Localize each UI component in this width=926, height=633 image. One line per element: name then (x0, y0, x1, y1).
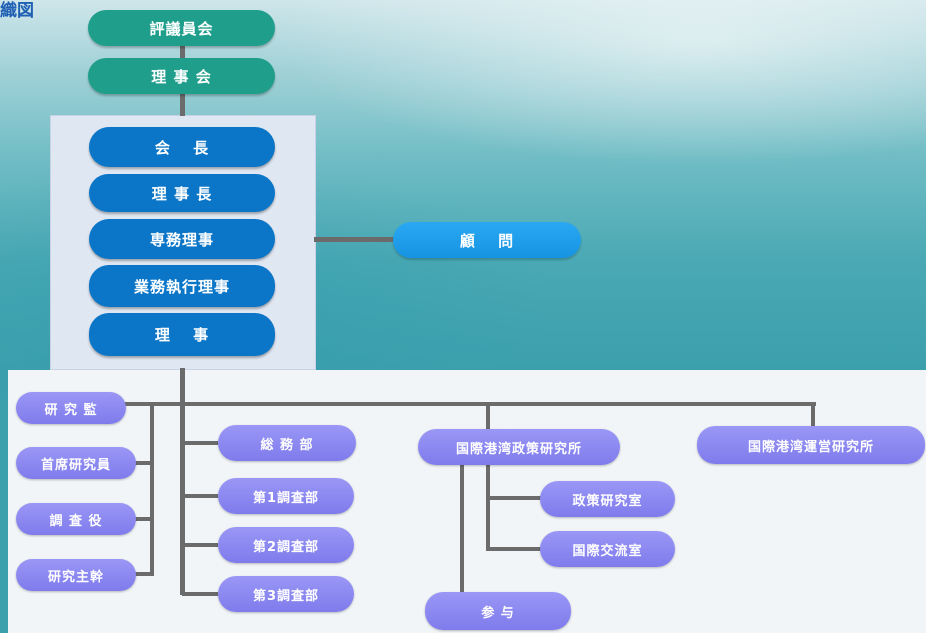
staff-node: 調 査 役 (16, 503, 136, 535)
board-of-directors-node: 理 事 会 (88, 58, 275, 94)
organization-panel (8, 370, 926, 633)
operations-institute-node: 国際港湾運営研究所 (697, 426, 925, 464)
chairman-node: 会 長 (89, 127, 275, 167)
staff-node: 研 究 監 (16, 392, 126, 424)
president-node: 理 事 長 (89, 174, 275, 212)
advisor-node: 顧 問 (393, 222, 581, 258)
department-node: 第2調査部 (218, 527, 354, 563)
department-node: 第1調査部 (218, 478, 354, 514)
office-node: 国際交流室 (540, 531, 675, 567)
page-title: 織図 (0, 1, 34, 21)
policy-institute-node: 国際港湾政策研究所 (418, 429, 620, 465)
department-node: 総 務 部 (218, 425, 356, 461)
department-node: 第3調査部 (218, 576, 354, 612)
staff-node: 研究主幹 (16, 559, 136, 591)
managing-director-node: 専務理事 (89, 219, 275, 259)
staff-node: 首席研究員 (16, 447, 136, 479)
office-node: 政策研究室 (540, 481, 675, 517)
counselor-node: 参 与 (425, 592, 571, 630)
director-node: 理 事 (89, 313, 275, 356)
executive-director-node: 業務執行理事 (89, 265, 275, 307)
councillors-node: 評議員会 (88, 10, 275, 46)
